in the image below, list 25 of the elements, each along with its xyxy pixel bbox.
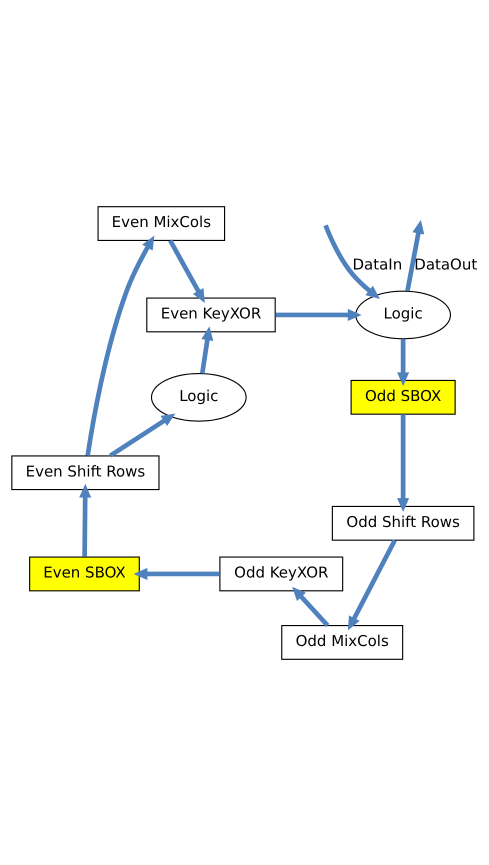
edge-label: DataIn: [352, 254, 402, 273]
arrow: [397, 338, 410, 386]
node-box: Even Shift Rows: [11, 454, 160, 490]
arrow: [85, 235, 154, 456]
arrow: [200, 326, 214, 374]
edge-label: DataOut: [414, 254, 478, 273]
node-box: Odd KeyXOR: [219, 556, 344, 591]
node-box: Even SBOX: [29, 556, 140, 591]
arrow: [168, 238, 205, 302]
node-box: Odd MixCols: [281, 624, 404, 660]
arrow: [323, 224, 380, 299]
node-box: Odd SBOX: [350, 379, 456, 414]
node-box: Odd Shift Rows: [332, 505, 474, 540]
arrow: [292, 586, 330, 627]
arrow: [397, 414, 410, 512]
arrow: [79, 483, 92, 556]
node-box: Even MixCols: [98, 206, 226, 241]
arrow: [109, 412, 176, 458]
arrow: [348, 538, 397, 630]
node-ellipse: Logic: [150, 372, 247, 422]
arrow: [405, 219, 424, 291]
node-ellipse: Logic: [355, 290, 452, 339]
arrow: [276, 308, 362, 320]
node-box: Even KeyXOR: [146, 297, 276, 332]
arrow: [134, 567, 220, 580]
